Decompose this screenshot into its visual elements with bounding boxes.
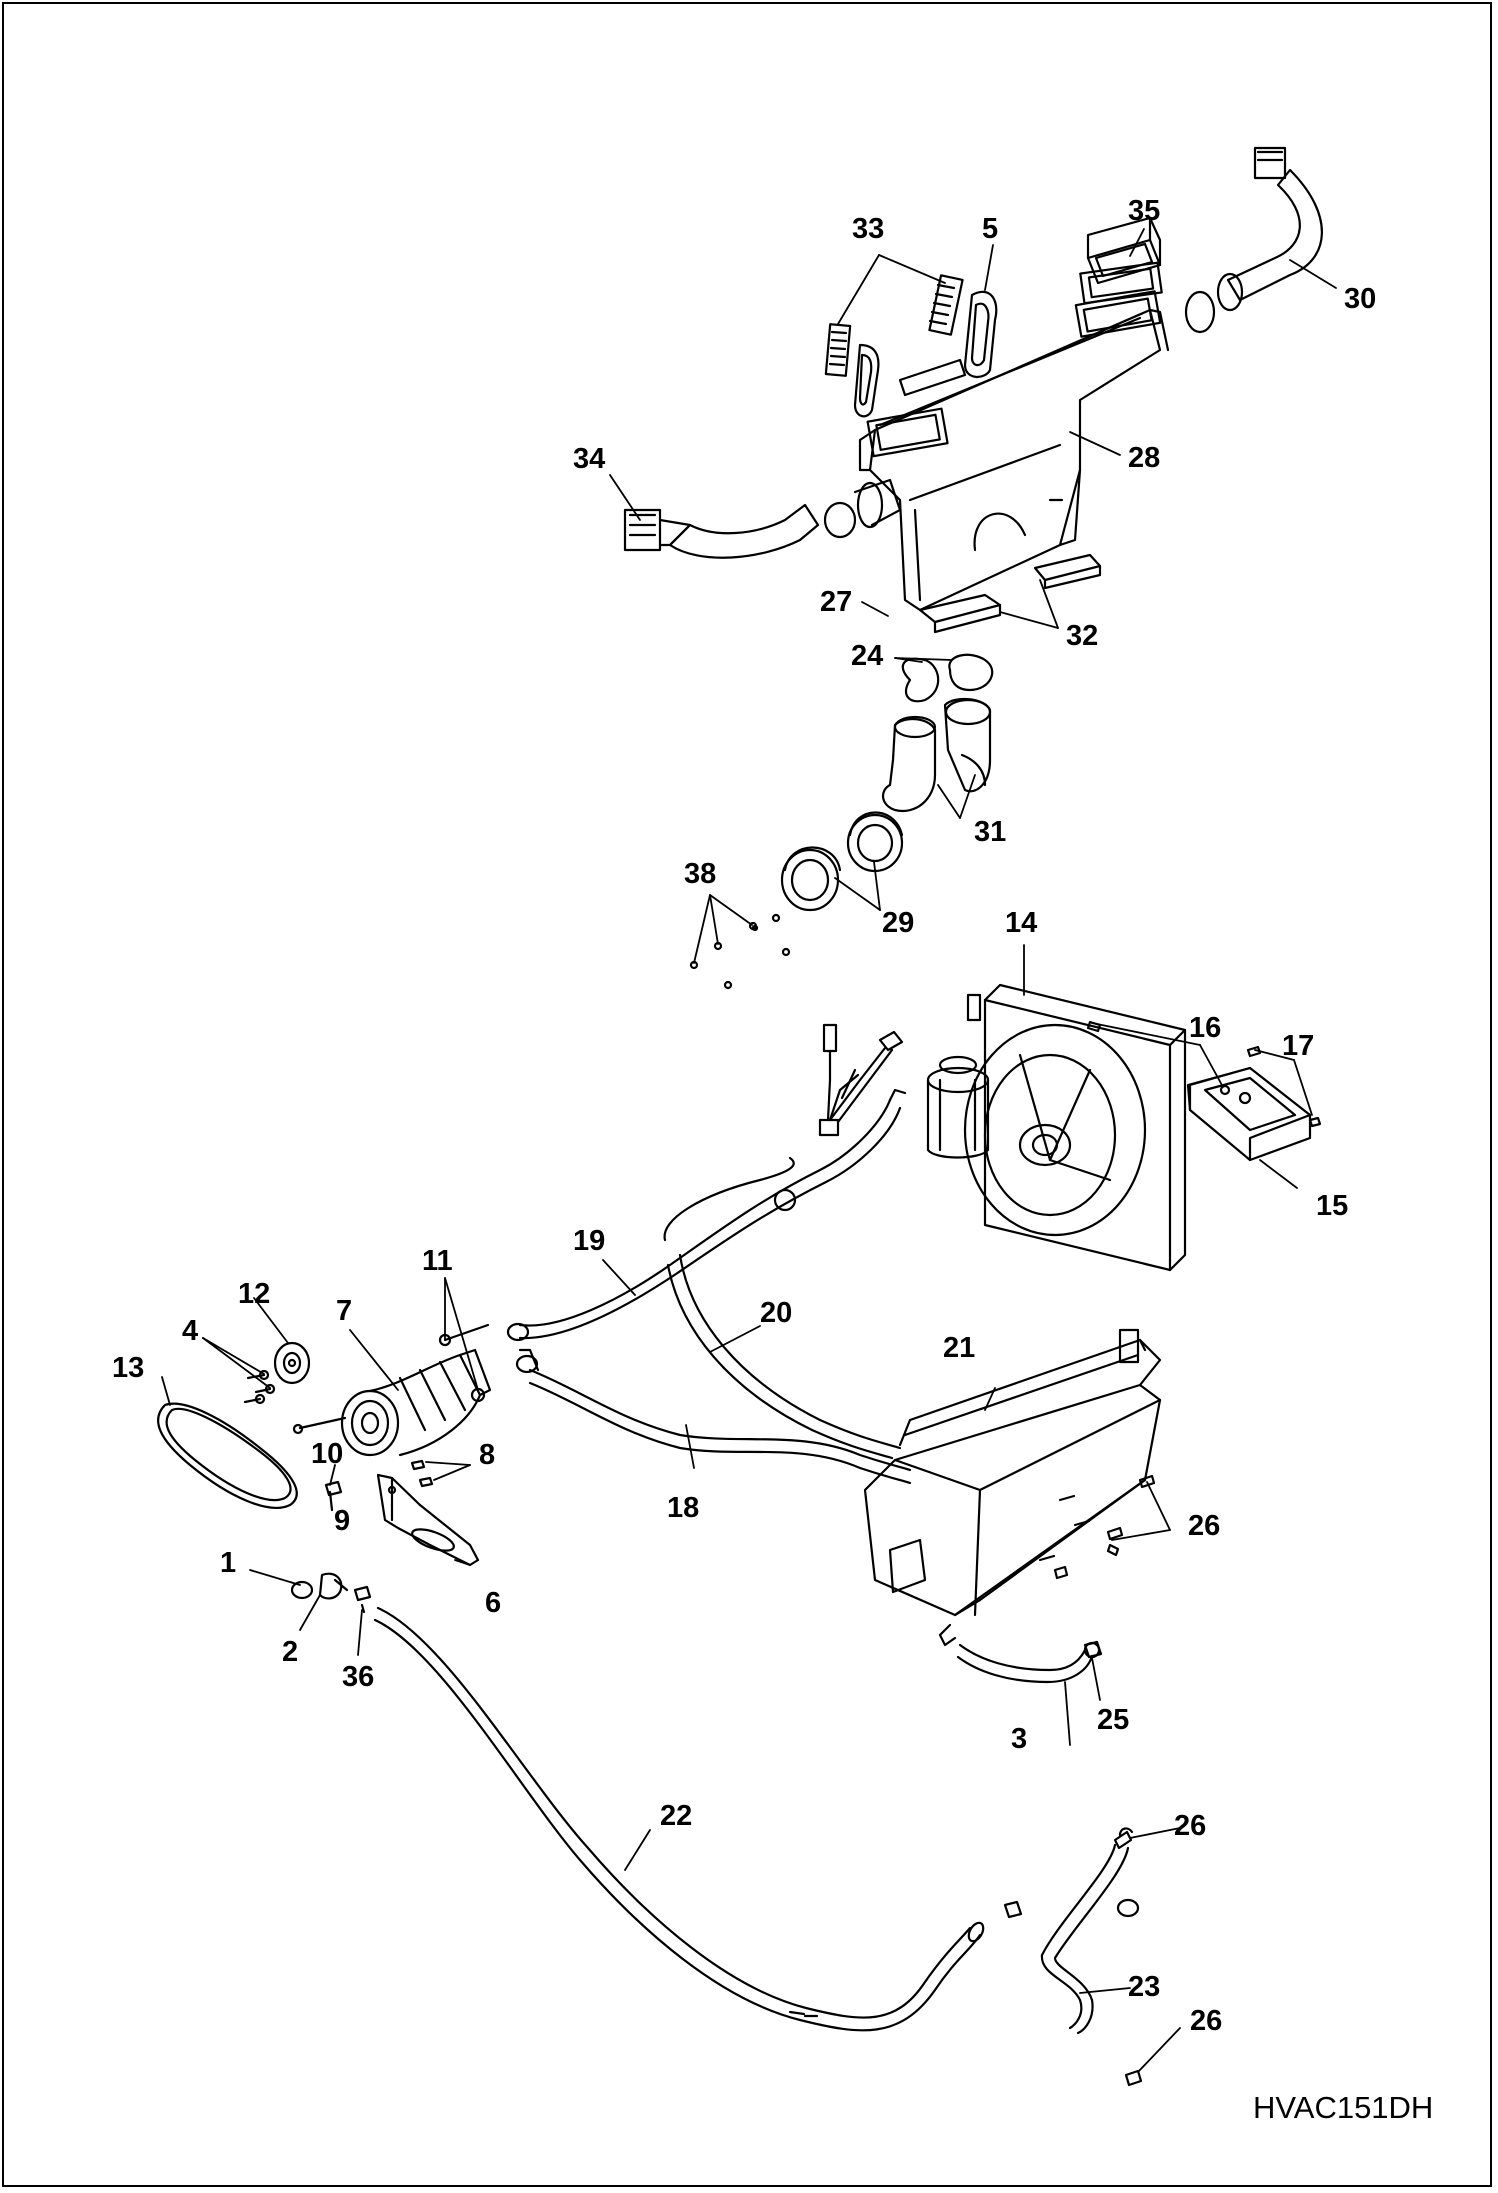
hose-20 [663,1068,902,1460]
callout-24: 24 [851,640,883,672]
callout-31: 30 [1344,283,1376,315]
seals-24 [901,653,994,703]
louvers-34 [824,274,964,377]
vent-outlets [866,261,1163,458]
bolts-27 [1053,1474,1156,1580]
fitting-1-2 [290,1572,372,1614]
callout-labels: 33 5 35 30 28 34 27 32 24 31 38 29 14 16… [112,195,1376,2037]
callout-12: 12 [238,1278,270,1310]
bracket-6 [376,1473,480,1567]
callout-17: 17 [1282,1030,1314,1062]
callout-11: 11 [422,1245,453,1277]
duct-29 [858,308,1170,612]
callout-38: 38 [684,858,716,890]
callout-30: 29 [882,907,914,939]
callout-22: 22 [660,1800,692,1832]
belt-13 [157,1402,298,1509]
evaporator-21 [863,1328,1162,1647]
callout-33: 32 [1066,620,1098,652]
callout-15: 15 [1316,1190,1348,1222]
pulley-12 [273,1341,311,1385]
callout-19: 19 [573,1225,605,1257]
callout-3: 3 [1011,1723,1027,1755]
callout-5: 5 [982,213,998,245]
callout-8: 8 [479,1439,495,1471]
callout-21: 21 [943,1332,975,1364]
callout-23: 23 [1128,1971,1160,2003]
callout-36: 35 [1128,195,1160,227]
callout-2: 2 [282,1636,298,1668]
callout-28: 27 [820,586,852,618]
callout-25: 25 [1097,1704,1129,1736]
callout-20: 20 [760,1297,792,1329]
hose-19 [506,1088,907,1342]
callout-29: 28 [1128,442,1160,474]
callout-10: 10 [311,1438,343,1470]
condenser-14 [963,983,1187,1272]
callout-7: 7 [336,1295,352,1327]
callout-26-upper: 26 [1174,1810,1206,1842]
bolts-8-9-10 [324,1459,434,1512]
callout-37: 36 [342,1661,374,1693]
callout-4: 4 [182,1315,198,1347]
receiver-drier [926,1055,990,1159]
callout-16: 16 [1189,1012,1221,1044]
figure-code: HVAC151DH [1253,2090,1434,2125]
ducts-32 [882,697,992,813]
callout-18: 18 [667,1492,699,1524]
callout-27: 26 [1188,1510,1220,1542]
callout-26-lower: 26 [1190,2005,1222,2037]
outlet-36 [1086,216,1162,285]
hose-22 [373,1606,1023,2032]
callout-6: 6 [485,1587,501,1619]
rings-30 [780,811,904,912]
callout-32: 31 [974,816,1006,848]
hose-23 [1040,1827,1143,2087]
duct-35 [623,478,902,559]
callout-9: 9 [334,1505,350,1537]
callout-13: 13 [112,1352,144,1384]
duct-31 [1184,146,1323,334]
callout-34: 33 [852,213,884,245]
hose-18 [515,1348,912,1485]
leader-lines [161,228,1337,2073]
callout-1: 1 [220,1547,236,1579]
callout-14: 14 [1005,907,1037,939]
bracket-15 [1186,1066,1312,1162]
switch-harness [818,1023,904,1137]
vent-5 [853,290,998,418]
compressor-7 [292,1323,492,1457]
hose-3 [956,1640,1103,1684]
fasteners-38 [689,913,791,990]
vents-33 [918,553,1102,634]
callout-35: 34 [573,443,605,475]
